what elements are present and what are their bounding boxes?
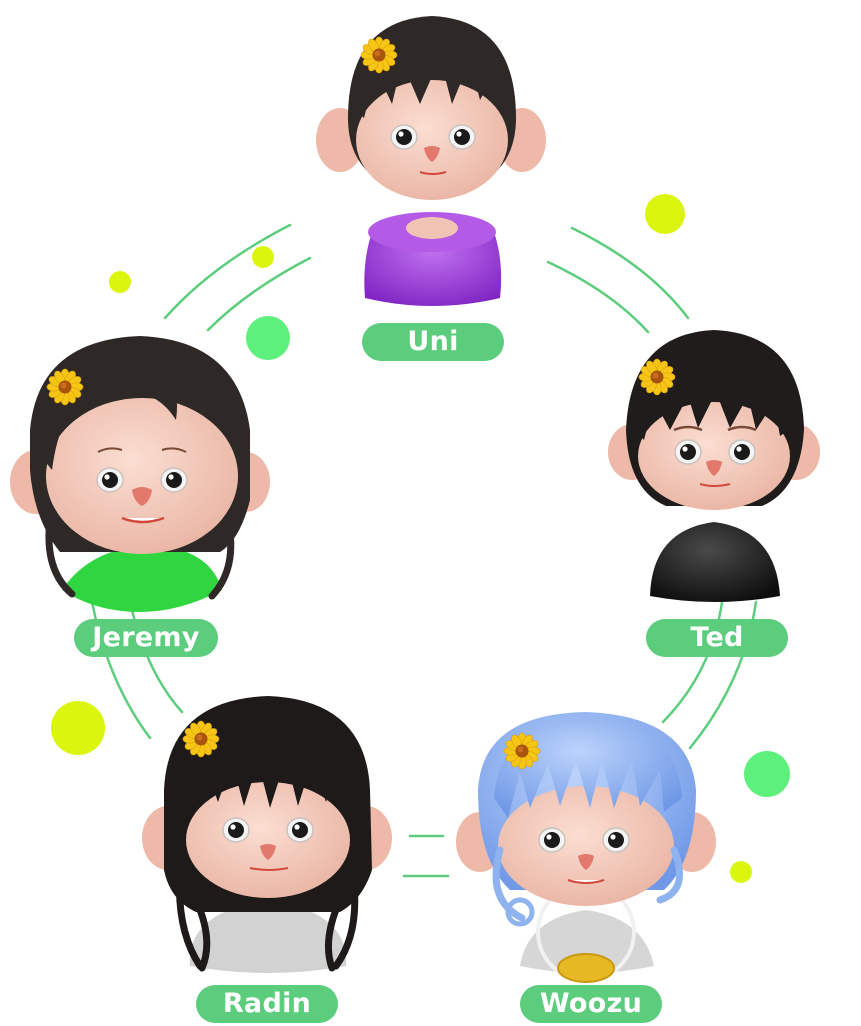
green-dot: [744, 751, 790, 797]
uni-face: [356, 80, 508, 200]
ted-face: [638, 402, 790, 510]
connector-ted-woozu-inner: [661, 600, 724, 724]
name-label-jeremy: Jeremy: [74, 619, 218, 657]
avatar-radin: [142, 696, 392, 973]
ted-mouth: [699, 483, 731, 487]
connector-jeremy-radin-inner: [128, 600, 184, 714]
woozu-shirt: [520, 910, 654, 973]
woozu-nose: [578, 854, 594, 870]
name-label-radin: Radin: [196, 985, 338, 1023]
lime-dot: [252, 246, 274, 268]
uni-mouth: [419, 171, 447, 175]
radin-nose: [260, 844, 276, 860]
decorative-dots: [51, 194, 790, 883]
name-label-uni: Uni: [362, 323, 504, 361]
lime-dot: [730, 861, 752, 883]
uni-nose: [424, 146, 440, 162]
avatar-jeremy: [10, 336, 270, 612]
uni-neck: [406, 217, 458, 239]
jeremy-shirt: [62, 545, 222, 612]
connector-uni-ted-outer: [570, 226, 690, 320]
name-label-ted: Ted: [646, 619, 788, 657]
connector-uni-jeremy-inner: [206, 256, 312, 332]
woozu-mouth: [567, 879, 605, 884]
lime-dot: [109, 271, 131, 293]
ted-nose: [706, 460, 722, 476]
radin-bangs: [178, 702, 360, 812]
avatar-woozu: [456, 712, 716, 983]
jeremy-mouth: [121, 516, 165, 524]
jeremy-bangs: [36, 342, 244, 470]
radin-face: [186, 782, 350, 898]
lime-dot: [645, 194, 685, 234]
ted-shirt: [650, 522, 780, 602]
ted-bangs: [630, 338, 798, 440]
woozu-medal: [557, 953, 615, 983]
avatar-uni: [316, 16, 546, 306]
woozu-face: [498, 786, 674, 906]
connector-uni-jeremy-outer: [163, 223, 292, 320]
avatar-ted: [608, 330, 820, 602]
jeremy-nose: [132, 487, 152, 506]
jeremy-face: [46, 398, 238, 554]
green-dot: [246, 316, 290, 360]
lime-dot: [51, 701, 105, 755]
name-label-woozu: Woozu: [520, 985, 662, 1023]
woozu-bangs: [494, 716, 682, 818]
connector-uni-ted-inner: [546, 260, 650, 334]
radin-mouth: [249, 867, 289, 871]
radin-shirt: [189, 900, 347, 973]
